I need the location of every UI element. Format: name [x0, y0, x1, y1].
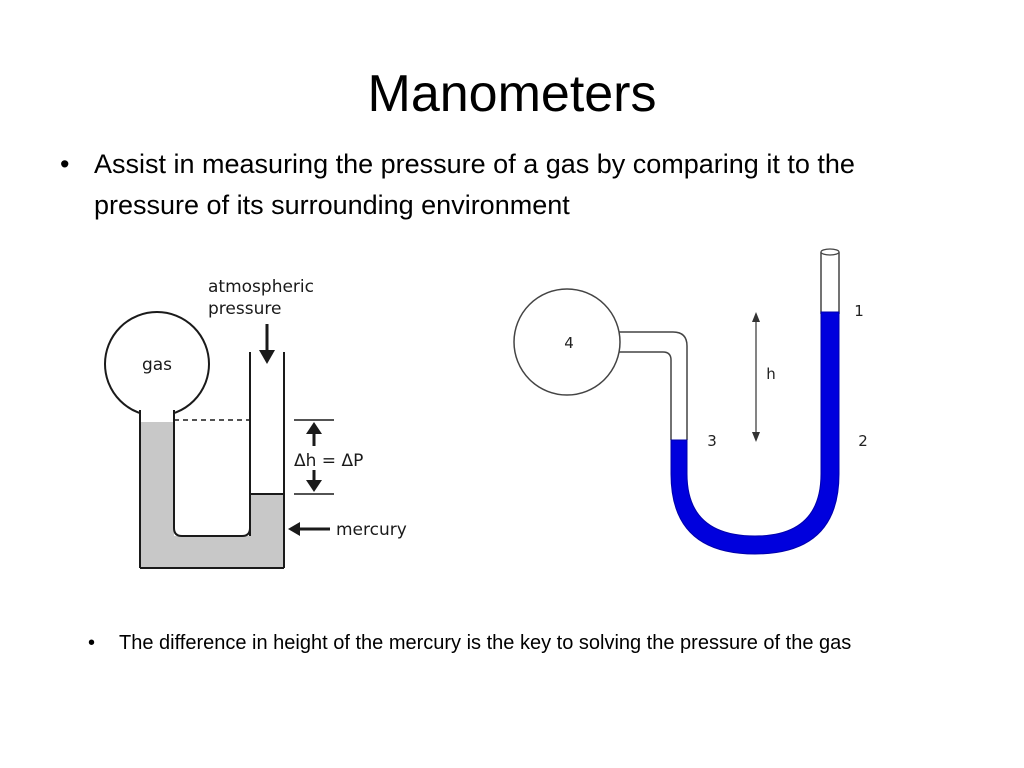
point-label-1: 1	[854, 302, 864, 320]
bullet-dot: •	[60, 149, 70, 179]
point-label-3: 3	[707, 432, 717, 450]
delta-h-label: Δh = ΔP	[294, 451, 363, 471]
bulb-4: 4	[513, 288, 621, 396]
mercury-fill	[140, 420, 284, 568]
h-indicator: h	[752, 312, 776, 442]
u-tube	[139, 352, 285, 569]
bullet-text: Assist in measuring the pressure of a ga…	[94, 149, 855, 220]
bulb-label-4: 4	[564, 334, 574, 352]
mercury-label: mercury	[336, 520, 407, 540]
pressure-label: pressure	[208, 299, 281, 319]
atmospheric-arrow-icon	[259, 324, 275, 364]
point-label-2: 2	[858, 432, 868, 450]
h-label: h	[766, 365, 776, 383]
bullet-text: The difference in height of the mercury …	[119, 632, 852, 654]
bullet-item-2: • The difference in height of the mercur…	[88, 628, 968, 659]
atmospheric-label: atmospheric	[208, 277, 314, 297]
slide-title: Manometers	[367, 65, 657, 123]
delta-h-indicator: Δh = ΔP	[294, 419, 363, 495]
u-tube-manometer-diagram: 4 h 1 2 3	[513, 248, 868, 555]
gas-label: gas	[142, 355, 172, 375]
bullet-dot: •	[88, 632, 96, 654]
gas-bulb: gas	[104, 311, 210, 422]
blue-fluid	[670, 311, 840, 555]
open-manometer-diagram: gas atmospheric pressure Δh = ΔP mercury	[104, 277, 407, 569]
bullet-item-1: • Assist in measuring the pressure of a …	[60, 144, 960, 226]
mercury-pointer: mercury	[288, 520, 407, 540]
